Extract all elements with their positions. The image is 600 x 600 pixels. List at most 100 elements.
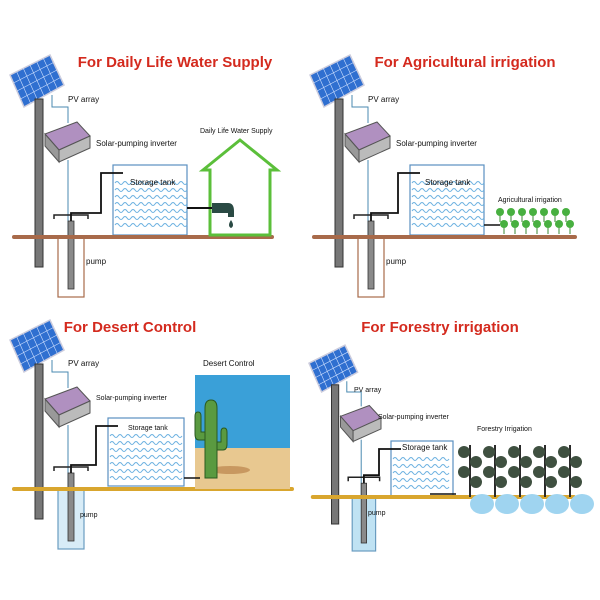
storage-tank-icon [107, 417, 185, 487]
plant-leaf [562, 208, 570, 216]
plant-leaf [507, 208, 515, 216]
storage-tank-icon [390, 440, 454, 498]
pv-array-label: PV array [354, 387, 382, 394]
panel-daily-life: For Daily Life Water Supply PV array Sol… [9, 53, 282, 298]
water-wave [392, 478, 450, 482]
pv-array-label: PV array [68, 95, 99, 104]
plant-leaf [540, 208, 548, 216]
water-drop-icon [229, 220, 233, 228]
water-wave [109, 455, 183, 459]
water-wave [411, 209, 485, 213]
pump-icon [67, 472, 75, 542]
plant-icon [511, 220, 519, 234]
tree-leaf [458, 466, 470, 478]
panel-title: For Forestry irrigation [361, 319, 519, 336]
pv-wire [51, 360, 69, 388]
use-label: Daily Life Water Supply [200, 128, 273, 135]
plant-icon [496, 208, 504, 222]
water-wave [109, 434, 183, 438]
pump-icon [67, 220, 75, 290]
water-wave [392, 485, 450, 489]
solar-panel-icon [308, 344, 359, 394]
pipe [70, 425, 118, 473]
tree-icon [508, 445, 544, 514]
ground-line [312, 235, 577, 239]
plant-icon [500, 220, 508, 234]
water-wave [109, 469, 183, 473]
house-outline [198, 138, 282, 237]
panel-forestry: For Forestry irrigation PV array Solar-p… [308, 319, 594, 552]
water-wave [411, 202, 485, 206]
plant-icon [533, 220, 541, 234]
panel-grid [16, 69, 58, 92]
water-wave [392, 457, 450, 461]
tree-leaf [470, 456, 482, 468]
tree-leaf [570, 456, 582, 468]
pump-icon [367, 220, 375, 290]
plant-leaf [544, 220, 552, 228]
tree-icon [558, 445, 594, 514]
desert-scene [184, 375, 290, 489]
panel-grid [320, 77, 361, 100]
water-wave [114, 223, 188, 227]
panel-grid [313, 62, 354, 84]
solar-panel-icon [309, 53, 365, 109]
water-basin [570, 494, 594, 514]
pole [331, 384, 340, 525]
plant-leaf [529, 208, 537, 216]
pump-label: pump [80, 512, 98, 519]
pv-wire [346, 381, 362, 407]
inverter-front [358, 135, 391, 163]
panel-desert: For Desert Control PV array Solar-pumpin… [9, 318, 294, 550]
plant-leaf [566, 220, 574, 228]
water-wave [392, 464, 450, 468]
tree-leaf [508, 466, 520, 478]
cactus-arm [216, 427, 228, 451]
plant-leaf [511, 220, 519, 228]
water-wave [411, 188, 485, 192]
tree-leaf [483, 466, 495, 478]
plant-icon [529, 208, 537, 222]
water-basin [495, 494, 519, 514]
tree-leaf [520, 456, 532, 468]
plant-icon [566, 220, 574, 234]
water-wave [114, 216, 188, 220]
tree-icon [458, 445, 494, 514]
inverter-icon [44, 121, 91, 164]
tree-leaf [495, 476, 507, 488]
use-label: Agricultural irrigation [498, 197, 562, 204]
plant-icon [562, 208, 570, 222]
plant-icon [518, 208, 526, 222]
water-basin [545, 494, 569, 514]
panel-grid [318, 365, 355, 386]
pipe [70, 172, 123, 221]
panel-grid [20, 77, 61, 100]
tree-leaf [458, 446, 470, 458]
storage-tank-label: Storage tank [128, 425, 168, 432]
pole [34, 98, 44, 268]
inverter-label: Solar-pumping inverter [396, 139, 477, 148]
faucet-icon [212, 203, 234, 217]
tree-leaf [520, 476, 532, 488]
plant-leaf [522, 220, 530, 228]
cactus-arm [194, 411, 206, 441]
panel-grid [312, 351, 349, 371]
water-wave [411, 223, 485, 227]
panel-title: For Agricultural irrigation [374, 54, 555, 71]
storage-tank-icon [112, 164, 188, 236]
use-label: Desert Control [203, 359, 255, 368]
inverter-front [58, 400, 91, 428]
plant-leaf [518, 208, 526, 216]
house-icon [187, 138, 282, 237]
pump-icon [360, 482, 368, 544]
tree-icon [483, 445, 519, 514]
inverter-icon [339, 404, 382, 443]
water-wave [109, 476, 183, 480]
pv-array-label: PV array [368, 95, 399, 104]
tree-leaf [558, 466, 570, 478]
tree-leaf [570, 476, 582, 488]
panel-title: For Desert Control [64, 319, 197, 336]
water-wave [109, 448, 183, 452]
tree-leaf [545, 456, 557, 468]
